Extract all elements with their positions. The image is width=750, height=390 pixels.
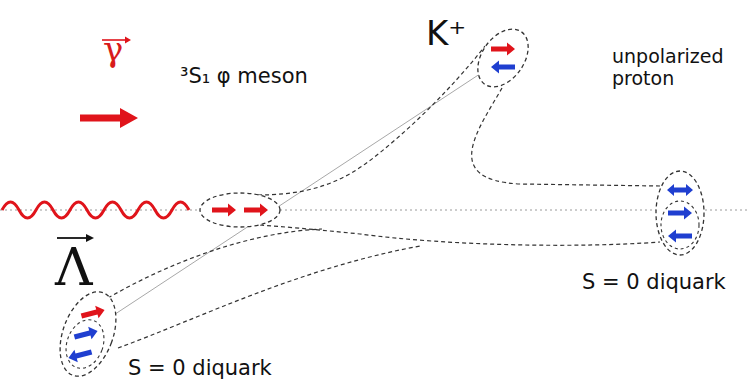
lambda-baryon bbox=[49, 284, 126, 384]
diquark-label: S = 0 diquark bbox=[582, 270, 726, 294]
flux-tube bbox=[108, 46, 660, 348]
diquark-label: S = 0 diquark bbox=[128, 356, 272, 380]
particle-label: K⁺ bbox=[426, 14, 466, 53]
photon-spin-arrow bbox=[80, 108, 138, 128]
photon-wave bbox=[2, 202, 189, 218]
proton bbox=[656, 171, 704, 255]
lambda-symbol: Λ bbox=[55, 238, 93, 298]
particle-label: ³S₁ φ meson bbox=[180, 64, 308, 88]
photon-symbol: γ bbox=[103, 30, 123, 69]
momentum-line bbox=[94, 62, 498, 328]
particle-label: unpolarized proton bbox=[612, 46, 744, 90]
phi-meson bbox=[200, 193, 280, 227]
beam-axis bbox=[0, 210, 748, 211]
kaon bbox=[467, 20, 538, 97]
